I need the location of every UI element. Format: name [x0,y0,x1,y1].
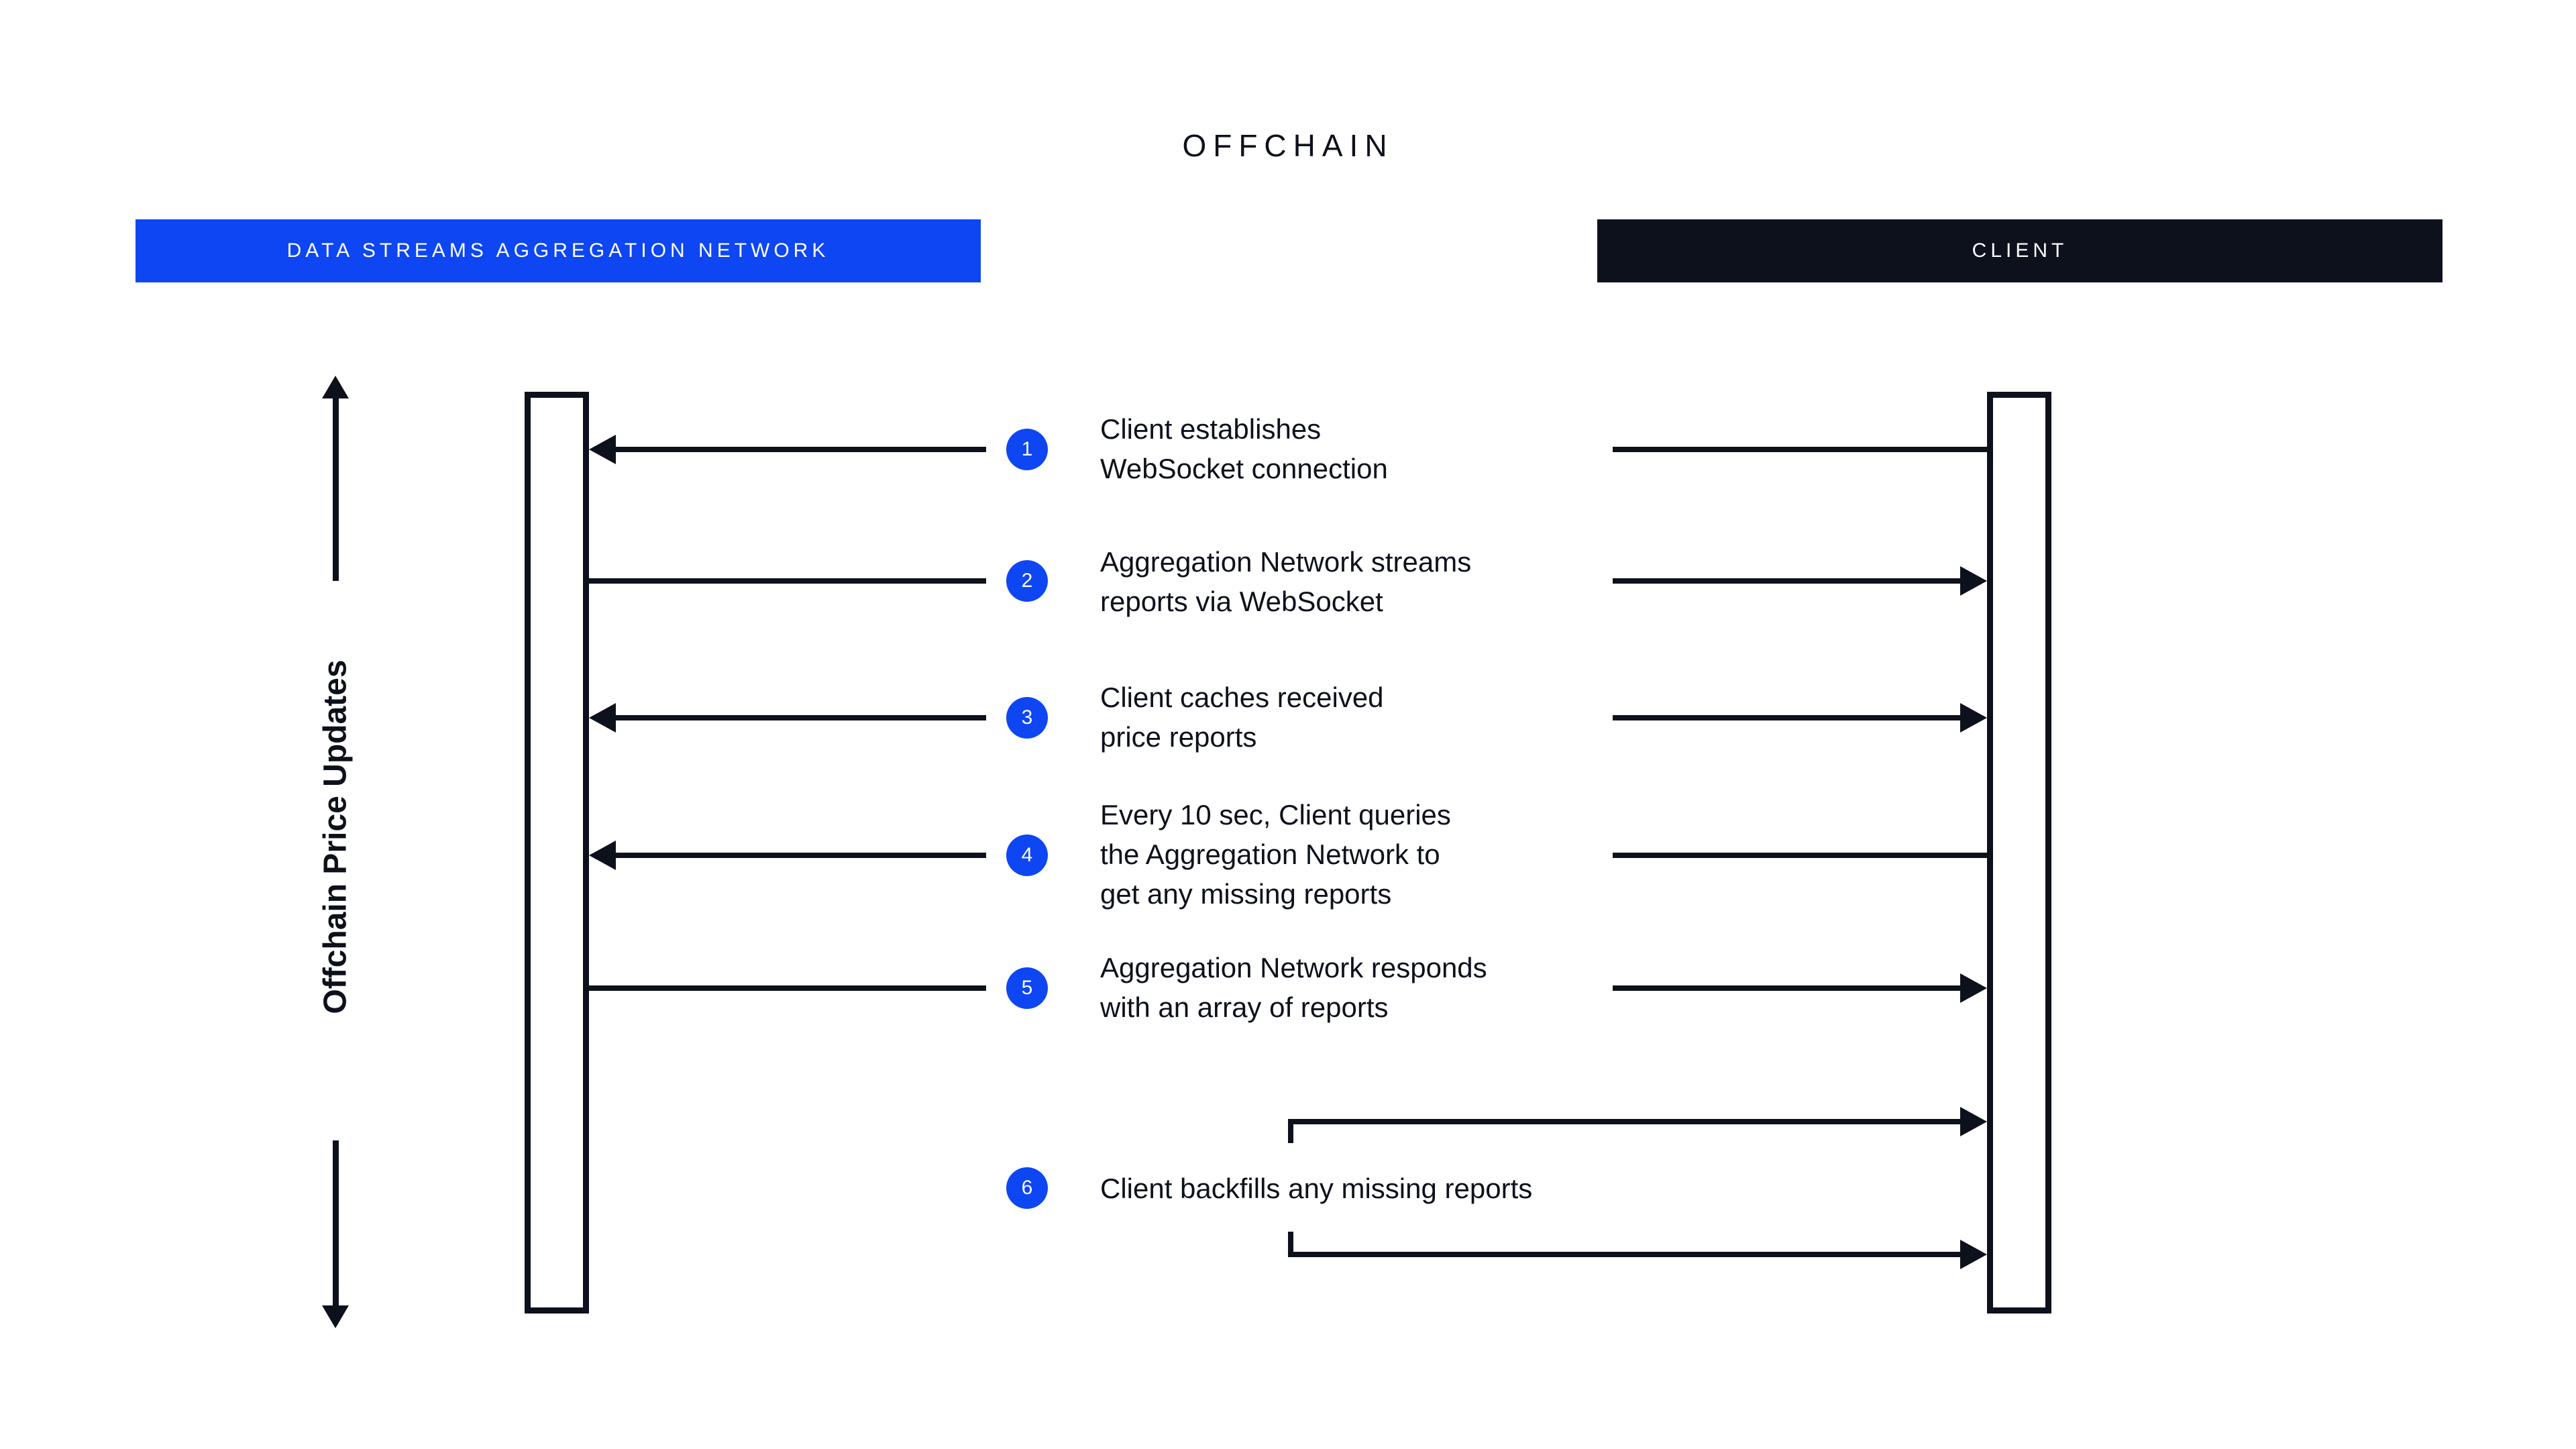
message-line-4-left [616,853,986,858]
message-line-1-right [1613,447,1987,452]
arrow-down-icon [322,1305,349,1328]
step-badge-2: 2 [1006,560,1048,602]
step-badge-1: 1 [1006,429,1048,470]
message-line-4-right [1613,853,1987,858]
message-line-3-left [616,715,986,720]
step-badge-6: 6 [1006,1167,1048,1209]
arrow-left-icon [589,435,616,464]
message-line-6-lower [1288,1252,1960,1257]
actor-header-aggregation-network: DATA STREAMS AGGREGATION NETWORK [136,219,981,282]
message-line-5-right [1613,985,1960,991]
actor-label-aggregation-network: DATA STREAMS AGGREGATION NETWORK [286,239,830,262]
step-text-6: Client backfills any missing reports [1100,1173,1533,1204]
step-badge-4: 4 [1006,835,1048,876]
page-title: OFFCHAIN [1182,128,1394,163]
loop-stub-lower [1288,1232,1293,1257]
message-line-1-left [616,447,986,452]
axis-label-offchain-price-updates: Offchain Price Updates [317,659,354,1014]
arrow-right-icon [1960,1107,1987,1136]
message-line-2-left [589,578,986,584]
offchain-price-updates-axis: Offchain Price Updates [295,376,376,1328]
step-text-4: Every 10 sec, Client queries the Aggrega… [1100,799,1451,910]
step-text-1: Client establishes WebSocket connection [1100,413,1388,484]
loop-stub-upper [1288,1119,1293,1143]
arrow-right-icon [1960,1240,1987,1269]
message-line-3-right [1613,715,1960,720]
axis-line-upper [333,393,339,581]
message-line-5-left [589,985,986,991]
arrow-right-icon [1960,703,1987,733]
step-badge-5: 5 [1006,967,1048,1009]
step-text-5: Aggregation Network responds with an arr… [1100,952,1487,1023]
lifeline-client [1987,392,2051,1313]
arrow-right-icon [1960,973,1987,1003]
step-text-2: Aggregation Network streams reports via … [1100,546,1472,617]
step-text-3: Client caches received price reports [1100,682,1384,753]
step-badge-3: 3 [1006,697,1048,739]
message-line-6-upper [1288,1119,1960,1124]
lifeline-aggregation-network [525,392,589,1313]
arrow-right-icon [1960,566,1987,596]
axis-line-lower [333,1140,339,1322]
actor-label-client: CLIENT [1972,239,2068,262]
actor-header-client: CLIENT [1597,219,2443,282]
message-line-2-right [1613,578,1960,584]
arrow-left-icon [589,703,616,733]
arrow-left-icon [589,841,616,870]
